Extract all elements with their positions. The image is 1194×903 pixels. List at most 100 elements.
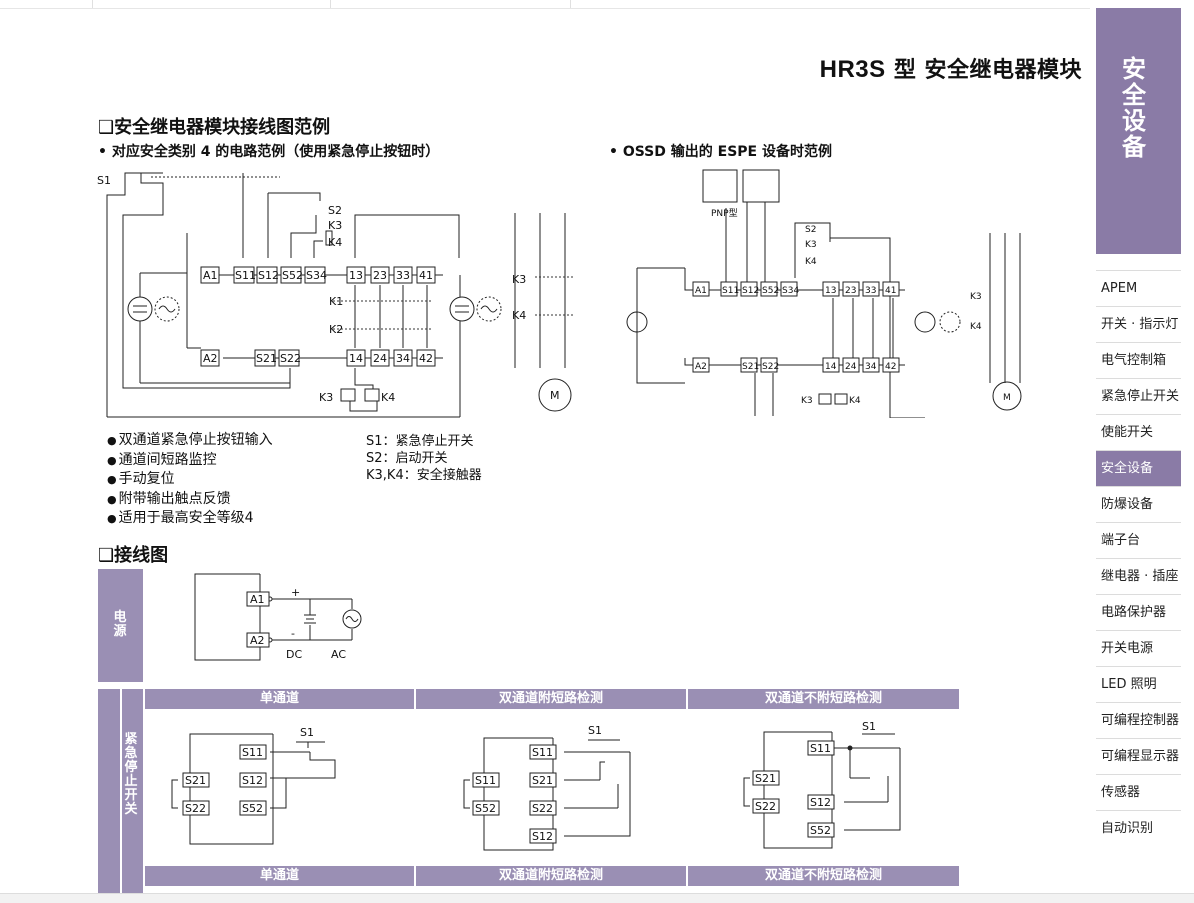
k3-motor-label: K3 [970,292,982,302]
dual-channel-short-wiring: S11 S52 S11 S21 S22 S12 S1 [463,724,631,851]
s21-label: S21 [532,774,553,787]
title-text: 型 安全继电器模块 [885,58,1082,83]
terminal-label: 14 [349,352,363,365]
s52-label: S52 [810,824,831,837]
subheading-ossd: • OSSD 输出的 ESPE 设备时范例 [609,144,832,160]
row-label-estop-text: 紧急停止开关 [124,732,138,817]
k1-label: K1 [329,295,343,308]
nav-item-led-lighting[interactable]: LED 照明 [1096,666,1181,702]
row-divider [120,689,122,893]
s52-label: S52 [242,802,263,815]
nav-item-plc[interactable]: 可编程控制器 [1096,702,1181,738]
s1-label: S1 [300,726,314,739]
top-strip [0,0,1090,9]
model-name: HR3S [819,56,886,83]
subheading-category4: • 对应安全类别 4 的电路范例（使用紧急停止按钮时） [98,144,440,160]
feature-item: 附带输出触点反馈 [107,490,273,510]
nav-item-hmi[interactable]: 可编程显示器 [1096,738,1181,774]
s21-label: S21 [185,774,206,787]
ac-label: AC [331,648,346,661]
k4-coil-label: K4 [849,396,861,406]
nav-item-emergency-stop[interactable]: 紧急停止开关 [1096,378,1181,414]
nav-item-control-box[interactable]: 电气控制箱 [1096,342,1181,378]
plus-label: + [291,586,300,599]
terminal-label: S52 [282,269,303,282]
dc-label: DC [286,648,302,661]
column-header-dual-noshort-2: 双通道不附短路检测 [688,866,959,886]
feature-list: 双通道紧急停止按钮输入 通道间短路监控 手动复位 附带输出触点反馈 适用于最高安… [107,431,273,529]
terminal-label: S12 [742,286,759,296]
nav-item-power-supply[interactable]: 开关电源 [1096,630,1181,666]
page-title: HR3S 型 安全继电器模块 [820,52,1082,84]
terminal-label: S12 [258,269,279,282]
terminal-label: S11 [722,286,739,296]
ossd-espe-circuit-diagram: A1 S11 S12 S52 S34 13 23 33 41 A2 S21 S2… [626,169,1022,418]
terminal-label: 23 [845,286,856,296]
feature-item: 通道间短路监控 [107,451,273,471]
s11-label: S11 [532,746,553,759]
s2-label: S2 [328,204,342,217]
s12-label: S12 [532,830,553,843]
s1-label: S1 [862,720,876,733]
legend-item: S2：启动开关 [366,451,448,466]
k3-label: K3 [328,219,342,232]
terminal-label: 13 [349,269,363,282]
a2-label: A2 [250,634,265,647]
pnp-label: PNP型 [711,208,738,219]
terminal-label: S52 [762,286,779,296]
column-header-dual-noshort: 双通道不附短路检测 [688,689,959,709]
terminal-label: 33 [396,269,410,282]
s11-label: S11 [475,774,496,787]
nav-item-sensor[interactable]: 传感器 [1096,774,1181,810]
s22-label: S22 [755,800,776,813]
nav-item-switches[interactable]: 开关 · 指示灯 [1096,306,1181,342]
nav-item-auto-id[interactable]: 自动识别 [1096,810,1181,846]
legend-item: S1：紧急停止开关 [366,434,474,449]
feature-item: 双通道紧急停止按钮输入 [107,431,273,451]
column-header-single: 单通道 [145,689,414,709]
s22-label: S22 [185,802,206,815]
k4-motor-label: K4 [512,309,526,322]
terminal-label: 42 [419,352,433,365]
nav-item-circuit-protector[interactable]: 电路保护器 [1096,594,1181,630]
s12-label: S12 [810,796,831,809]
terminal-label: S11 [235,269,256,282]
category-nav: APEM 开关 · 指示灯 电气控制箱 紧急停止开关 使能开关 安全设备 防爆设… [1096,270,1181,846]
k3-label: K3 [805,240,817,250]
k4-coil-label: K4 [381,391,395,404]
terminal-label: 13 [825,286,836,296]
s1-label: S1 [97,174,111,187]
single-channel-wiring: S21 S22 S11 S12 S52 S1 [171,726,336,845]
terminal-label: 23 [373,269,387,282]
a1-label: A1 [250,593,265,606]
terminal-label: A2 [695,362,707,372]
category-tab: 安全设备 [1096,8,1181,254]
k2-label: K2 [329,323,343,336]
nav-item-terminal-block[interactable]: 端子台 [1096,522,1181,558]
k4-motor-label: K4 [970,322,982,332]
feature-item: 适用于最高安全等级4 [107,509,273,529]
terminal-label: A2 [203,352,218,365]
k3-coil-label: K3 [319,391,333,404]
motor-label: M [550,389,560,402]
k4-label: K4 [328,236,342,249]
nav-item-enabling-switch[interactable]: 使能开关 [1096,414,1181,450]
terminal-label: A1 [203,269,218,282]
column-header-single-2: 单通道 [145,866,414,886]
s52-label: S52 [475,802,496,815]
terminal-label: S34 [782,286,799,296]
k3-coil-label: K3 [801,396,813,406]
terminal-label: S21 [256,352,277,365]
nav-item-explosion-proof[interactable]: 防爆设备 [1096,486,1181,522]
nav-item-safety[interactable]: 安全设备 [1096,450,1181,486]
s11-label: S11 [810,742,831,755]
nav-item-relay[interactable]: 继电器 · 插座 [1096,558,1181,594]
nav-item-apem[interactable]: APEM [1096,270,1181,306]
terminal-label: 42 [885,362,896,372]
minus-label: - [291,627,295,640]
terminal-label: 34 [396,352,410,365]
terminal-label: 41 [885,286,896,296]
k4-label: K4 [805,257,817,267]
symbol-legend: S1：紧急停止开关 S2：启动开关 K3,K4：安全接触器 [366,433,482,484]
s22-label: S22 [532,802,553,815]
